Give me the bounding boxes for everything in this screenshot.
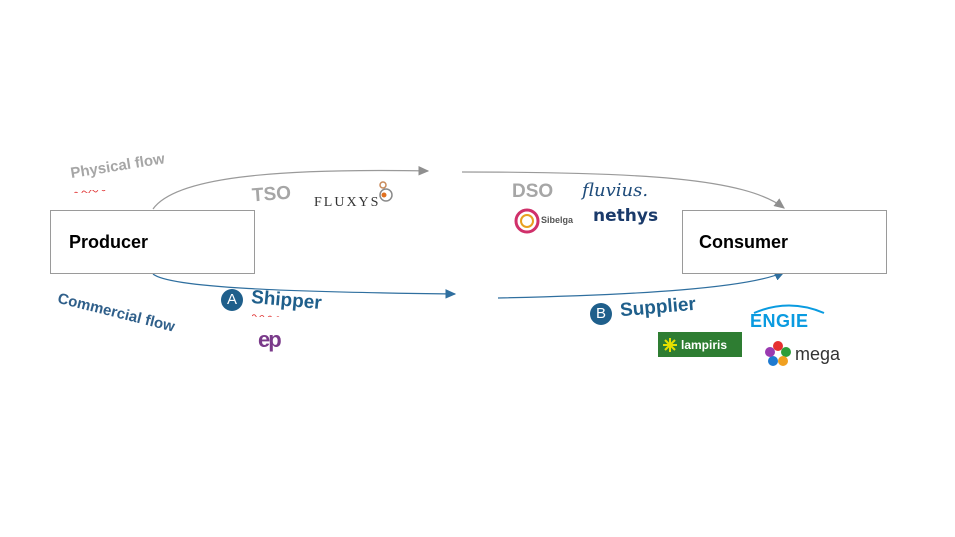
sibelga-logo-icon: [514, 208, 540, 234]
lampiris-sun-icon: [663, 337, 677, 352]
fluvius-logo-text: fluvius.: [582, 180, 649, 201]
lampiris-logo-text: lampiris: [681, 337, 728, 352]
shipper-spellcheck-underline: [252, 314, 321, 317]
dso-label: DSO: [512, 181, 554, 202]
mega-star-icon: [765, 341, 791, 366]
commercial-flow-arrow-right: [497, 271, 786, 299]
lampiris-logo: lampiris: [658, 332, 742, 357]
physical-flow-spellcheck-underline: [74, 190, 130, 193]
nethys-logo-text: nethys: [593, 206, 659, 226]
mega-logo-text: mega: [795, 344, 841, 364]
fluxys-logo-icon: [379, 181, 393, 202]
commercial-flow-arrow-left: [152, 273, 457, 299]
shipper-marker: A: [221, 289, 243, 311]
fluxys-logo-text: FLUXYS: [314, 195, 381, 210]
eep-logo: ep: [258, 327, 282, 352]
sibelga-logo-text: Sibelga: [541, 215, 574, 225]
producer-node: Producer: [50, 210, 255, 274]
physical-flow-arrow-right: [461, 171, 785, 209]
supplier-marker: B: [590, 303, 612, 325]
physical-flow-arrow-left: [152, 166, 430, 210]
engie-logo-text: ENGIE: [750, 311, 809, 331]
tso-label: TSO: [251, 182, 292, 207]
consumer-node: Consumer: [682, 210, 887, 274]
consumer-label: Consumer: [699, 231, 789, 252]
engie-arc-icon: [753, 304, 825, 314]
producer-label: Producer: [69, 231, 149, 252]
